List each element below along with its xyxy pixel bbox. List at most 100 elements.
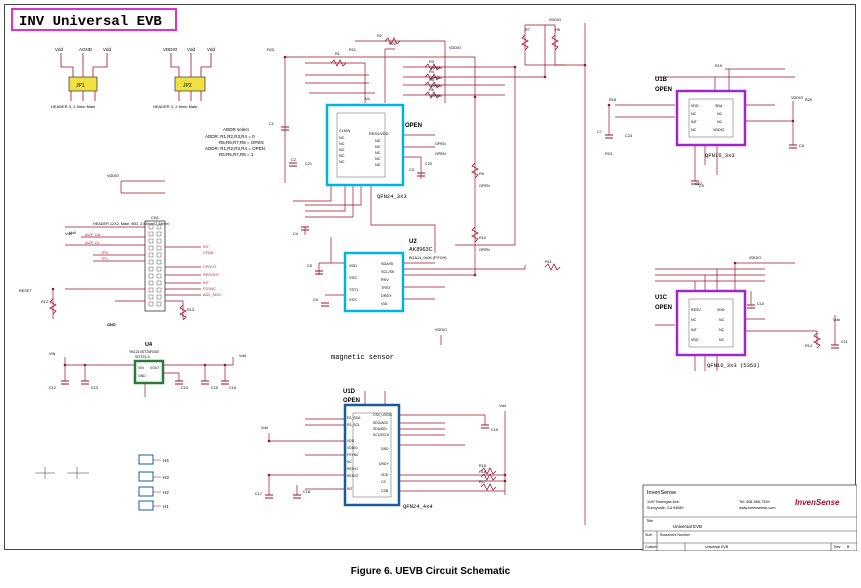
cn1-left-nets: AUX_DA AUX_CL Vdd TP0 TP1 GND — [69, 231, 116, 327]
u1b-ref: U1B — [655, 77, 668, 83]
test-points — [35, 467, 89, 479]
resistor-label: R22 — [389, 42, 396, 46]
u1-pin-l0: CLKIN — [339, 129, 350, 133]
u1d-pin-r4: GND — [381, 447, 389, 451]
header-pin — [156, 259, 162, 265]
chip-u1 — [325, 103, 405, 187]
header-pin — [148, 301, 154, 307]
mounting-holes — [138, 454, 161, 511]
u1-pins: CLKIN NC NC NC NC NC RESV/VDD NC NC NC N… — [339, 129, 389, 167]
hole-h1: H1 — [163, 504, 169, 509]
jp1-ref: JP1 — [76, 83, 85, 89]
tb-rev: B — [847, 545, 850, 549]
jp1-header: HEADER 3, 2.5mm Male — [51, 104, 96, 109]
net-label: VIN — [49, 352, 56, 356]
resistor-label: R21 — [349, 48, 356, 52]
u4-pin-vout: VOUT — [150, 366, 159, 370]
capacitor-label: C14 — [181, 386, 188, 390]
resistor-label: R20 — [805, 98, 812, 102]
capacitor-label: C7 — [597, 130, 602, 134]
chip-u1c — [675, 289, 747, 357]
header-pin — [148, 252, 154, 258]
resistor-label: R14 — [805, 344, 812, 348]
u1d-pin-l2: VDD — [347, 439, 355, 443]
u1-pin-l5: NC — [339, 160, 345, 164]
header-pin — [156, 245, 162, 251]
u1d-pin-l8: INT — [347, 487, 352, 491]
header-pin — [148, 231, 154, 237]
u1-pin-l4: NC — [339, 154, 345, 158]
cn1-net-l3: TP0 — [101, 251, 108, 255]
u2-pin-r0: SDA/SI — [381, 262, 393, 266]
jp2-header: HEADER 3, 2.5mm Male — [153, 104, 198, 109]
jp1-pin-3: Vdd — [103, 47, 112, 52]
u2-pin-l1: VSS — [349, 276, 357, 280]
capacitor-label: C10 — [757, 302, 764, 306]
capacitor-label: C19 — [491, 428, 498, 432]
u1-status: OPEN — [405, 123, 422, 129]
title-block — [642, 484, 858, 552]
resistor-label: R24 — [605, 152, 612, 156]
u1c-pin-r0: VDD — [717, 308, 725, 312]
capacitor-label: C2 — [291, 158, 296, 162]
cn1-net-l0: AUX_DA — [85, 233, 101, 237]
tb-docnum: Universal EVB — [705, 545, 729, 549]
u1b-package: QFN16_3x3 — [705, 152, 735, 159]
capacitor-label: C9 — [699, 184, 704, 188]
u2-pins: VDD VSS TST1 VSS SDA/SI SCL/SK RSV TRST … — [349, 262, 395, 306]
net-label: OPEN — [435, 142, 446, 146]
resistor-label: R2 — [377, 34, 382, 38]
u1-pin-l2: NC — [339, 142, 345, 146]
u2-pin-r4: DRDY — [381, 294, 392, 298]
u1d-pin-r6: VDD — [381, 473, 389, 477]
note-line-4: ADDR: R1,R2,R3,R4 = OPEN — [205, 146, 265, 151]
u1d-pins: ES_SDA ES_SCL VDD VDDIO FSYNC NC RESV1 R… — [347, 413, 393, 493]
net-label: OPEN — [431, 66, 442, 70]
wire-net — [52, 23, 836, 525]
note-line-3: R5,R6,R7,R8 = OPEN — [219, 140, 264, 145]
resistor-label: R13 — [187, 308, 194, 312]
u1c-pin-l1: NC — [691, 318, 697, 322]
u1b-pin-l0: VDD — [691, 104, 699, 108]
capacitor-label: C5 — [307, 264, 312, 268]
u4-package: SOT23-5 — [135, 355, 150, 359]
u1-pin-l3: NC — [339, 148, 345, 152]
header-pin — [148, 280, 154, 286]
net-label: VDDIO — [549, 18, 561, 22]
u4-pin-gnd: GND — [138, 374, 146, 378]
u2-pin-l0: VDD — [349, 264, 357, 268]
u2-part: AK8963C — [409, 247, 433, 253]
header-pin — [148, 224, 154, 230]
header-pin — [156, 238, 162, 244]
u1b-pin-r1: NC — [717, 112, 723, 116]
hole-h4: H4 — [163, 458, 169, 463]
magnetic-sensor-label: magnetic sensor — [331, 354, 394, 362]
cn1-net-l2: Vdd — [69, 231, 76, 235]
chip-u4 — [133, 359, 165, 385]
header-pin — [156, 231, 162, 237]
header-pin — [156, 266, 162, 272]
u1d-status: OPEN — [343, 398, 360, 404]
header-pin — [156, 287, 162, 293]
net-label: VDDIO — [449, 46, 461, 50]
u1b-pins: VDD NC INT NC SDA NC NC VDDIO — [691, 104, 725, 132]
note-line-1: ADDR select — [223, 127, 250, 132]
capacitor-glyphs — [61, 126, 839, 499]
tb-docnum-label: Document Number — [660, 533, 691, 537]
u2-ref: U2 — [409, 239, 417, 245]
note-line-2: ADDR: R1,R2,R3,R4 = 0 — [205, 134, 255, 139]
tb-web: www.invensense.com — [739, 506, 776, 510]
tb-size-label: Size — [645, 533, 652, 537]
header-pin — [148, 245, 154, 251]
header-pin — [156, 252, 162, 258]
u2-package: BGA14_0x00 (PITCH) — [409, 256, 447, 260]
note-line-5: R5,R6,R7,R8 = 1 — [219, 152, 254, 157]
tb-company: InvenSense — [647, 490, 676, 496]
u1-pin-l1: NC — [339, 136, 345, 140]
chip-u2 — [343, 251, 405, 313]
resistor-label: R17 — [479, 480, 486, 484]
u1-pin-r4: NC — [375, 157, 381, 161]
u2-pin-r1: SCL/SK — [381, 270, 395, 274]
jp1-pin-2: AGND — [79, 47, 93, 52]
